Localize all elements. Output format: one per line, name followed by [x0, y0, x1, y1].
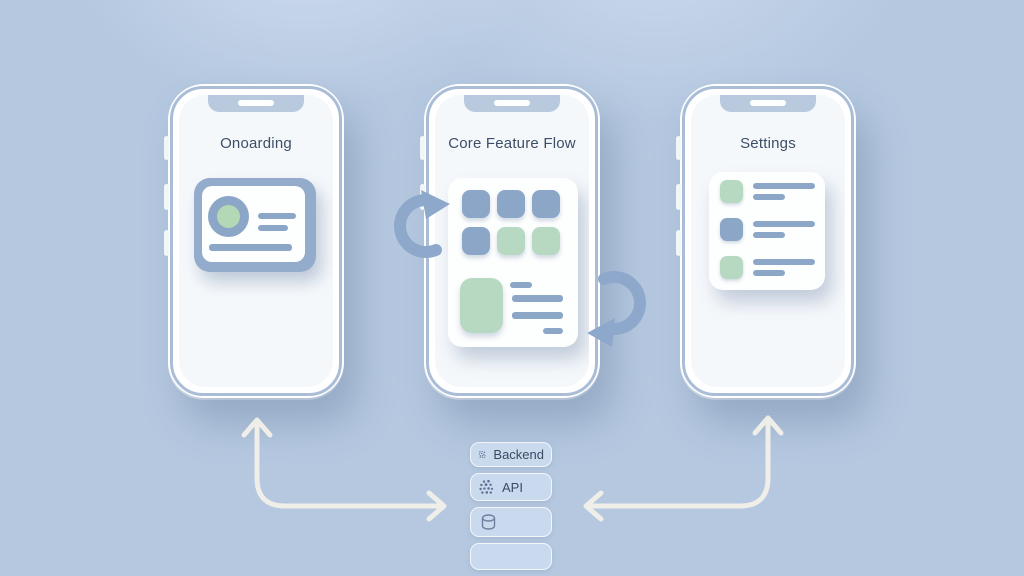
text-line [753, 232, 785, 238]
text-line [753, 270, 785, 276]
stack-label: Backend [493, 447, 544, 462]
phone-screen: Settings [691, 95, 845, 387]
speaker-pill [494, 100, 530, 106]
settings-list [709, 172, 825, 290]
side-button [420, 184, 425, 210]
side-button [676, 230, 681, 256]
phone-core-feature-flow: Core Feature Flow [420, 84, 600, 398]
grid-tile [497, 227, 525, 255]
side-button [420, 136, 425, 160]
text-line [543, 328, 563, 334]
text-line [258, 225, 288, 231]
feature-card [448, 178, 578, 347]
text-line [753, 259, 815, 265]
text-line [753, 194, 785, 200]
grid-tile [462, 227, 490, 255]
speaker-pill [238, 100, 274, 106]
text-line [510, 282, 532, 288]
screen-title: Onoarding [220, 135, 292, 152]
phone-notch [464, 95, 560, 112]
stack-item-database [470, 507, 552, 537]
avatar-dot [217, 205, 240, 228]
screen-title: Core Feature Flow [448, 135, 576, 152]
text-line [209, 244, 292, 251]
cluster-icon [478, 450, 486, 459]
text-line [753, 221, 815, 227]
phone-notch [720, 95, 816, 112]
phone-notch [208, 95, 304, 112]
text-line [753, 183, 815, 189]
list-icon [720, 256, 743, 279]
grid-tile [532, 190, 560, 218]
text-line [512, 295, 563, 302]
side-button [164, 184, 169, 210]
phone-screen: Core Feature Flow [435, 95, 589, 387]
list-icon [720, 180, 743, 203]
phone-settings: Settings [676, 84, 856, 398]
database-icon [481, 513, 496, 530]
phone-frame: Onoarding [170, 86, 342, 396]
speaker-pill [750, 100, 786, 106]
avatar-icon [208, 196, 249, 237]
grid-tile [532, 227, 560, 255]
stack-label: API [502, 479, 523, 495]
side-button [676, 184, 681, 210]
side-button [164, 136, 169, 160]
phone-screen: Onoarding [179, 95, 333, 387]
stack-item-empty [470, 543, 552, 570]
feature-tile [460, 278, 503, 333]
screen-title: Settings [740, 135, 796, 152]
side-button [676, 136, 681, 160]
phone-frame: Core Feature Flow [426, 86, 598, 396]
stack-item-api: API [470, 473, 552, 501]
profile-card [194, 178, 316, 272]
list-icon [720, 218, 743, 241]
text-line [512, 312, 563, 319]
side-button [164, 230, 169, 256]
right-flow-arrow [583, 415, 784, 522]
phone-onboarding: Onoarding [164, 84, 344, 398]
stack-item-backend: Backend [470, 442, 552, 467]
dot-cluster-icon [479, 479, 494, 494]
profile-card-inner [202, 186, 305, 262]
backend-stack: Backend API [470, 442, 552, 570]
left-flow-arrow [241, 417, 447, 522]
grid-tile [497, 190, 525, 218]
grid-tile [462, 190, 490, 218]
text-line [258, 213, 296, 219]
phone-frame: Settings [682, 86, 854, 396]
